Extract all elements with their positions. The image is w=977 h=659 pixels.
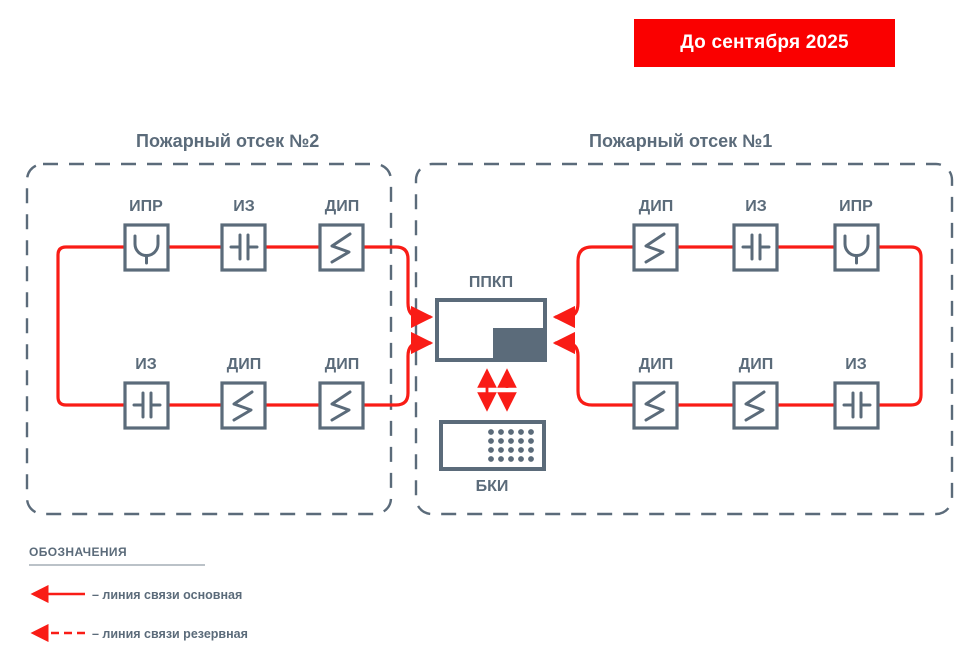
date-badge: До сентября 2025 — [634, 19, 895, 67]
smoke-detector-icon — [232, 390, 254, 422]
device-label-zone2-top-1: ИПР — [129, 198, 163, 215]
isolator-icon — [741, 233, 771, 261]
smoke-detector-icon — [330, 390, 352, 422]
legend-item-label-main: – линия связи основная — [92, 588, 243, 602]
indicator-block-label: БКИ — [475, 478, 509, 495]
device-label-zone2-top-3: ДИП — [324, 198, 360, 215]
legend-title: ОБОЗНАЧЕНИЯ — [29, 545, 127, 559]
control-panel-icon — [435, 298, 547, 362]
device-label-zone1-bottom-2: ДИП — [738, 356, 774, 373]
date-badge-label: До сентября 2025 — [680, 32, 849, 53]
device-zone2-bottom-1 — [123, 381, 170, 430]
isolator-icon — [842, 391, 872, 419]
device-label-zone2-bottom-2: ДИП — [226, 356, 262, 373]
smoke-detector-icon — [744, 390, 766, 422]
device-label-zone1-top-2: ИЗ — [745, 198, 767, 215]
device-label-zone2-bottom-1: ИЗ — [135, 356, 157, 373]
control-panel-label: ППКП — [468, 274, 514, 291]
device-zone1-bottom-1 — [632, 381, 679, 430]
device-zone2-top-3 — [318, 223, 365, 272]
zone-box-2 — [25, 162, 393, 516]
loop-left-main — [56, 245, 434, 407]
device-zone2-top-2 — [220, 223, 267, 272]
loop-right-main — [552, 245, 923, 407]
device-zone1-bottom-3 — [833, 381, 880, 430]
indicator-block-icon — [439, 420, 546, 471]
legend-item-label-reserve: – линия связи резервная — [92, 627, 248, 641]
smoke-detector-icon — [644, 390, 666, 422]
device-label-zone2-bottom-3: ДИП — [324, 356, 360, 373]
isolator-icon — [132, 391, 162, 419]
zone-box-1 — [414, 162, 954, 516]
smoke-detector-icon — [330, 232, 352, 264]
antenna-y-icon — [843, 234, 870, 265]
device-zone2-bottom-2 — [220, 381, 267, 430]
device-zone1-top-2 — [732, 223, 779, 272]
zone-title-1: Пожарный отсек №1 — [589, 131, 773, 151]
smoke-detector-icon — [644, 232, 666, 264]
device-label-zone1-bottom-1: ДИП — [638, 356, 674, 373]
device-zone2-top-1 — [123, 223, 170, 272]
antenna-y-icon — [133, 234, 160, 265]
device-zone1-bottom-2 — [732, 381, 779, 430]
device-label-zone2-top-2: ИЗ — [233, 198, 255, 215]
device-label-zone1-bottom-3: ИЗ — [845, 356, 867, 373]
panel-to-indicator-link — [477, 368, 517, 412]
device-zone2-bottom-3 — [318, 381, 365, 430]
device-label-zone1-top-1: ДИП — [638, 198, 674, 215]
isolator-icon — [229, 233, 259, 261]
device-label-zone1-top-3: ИПР — [839, 198, 873, 215]
device-zone1-top-3 — [833, 223, 880, 272]
device-zone1-top-1 — [632, 223, 679, 272]
zone-title-2: Пожарный отсек №2 — [136, 131, 320, 151]
